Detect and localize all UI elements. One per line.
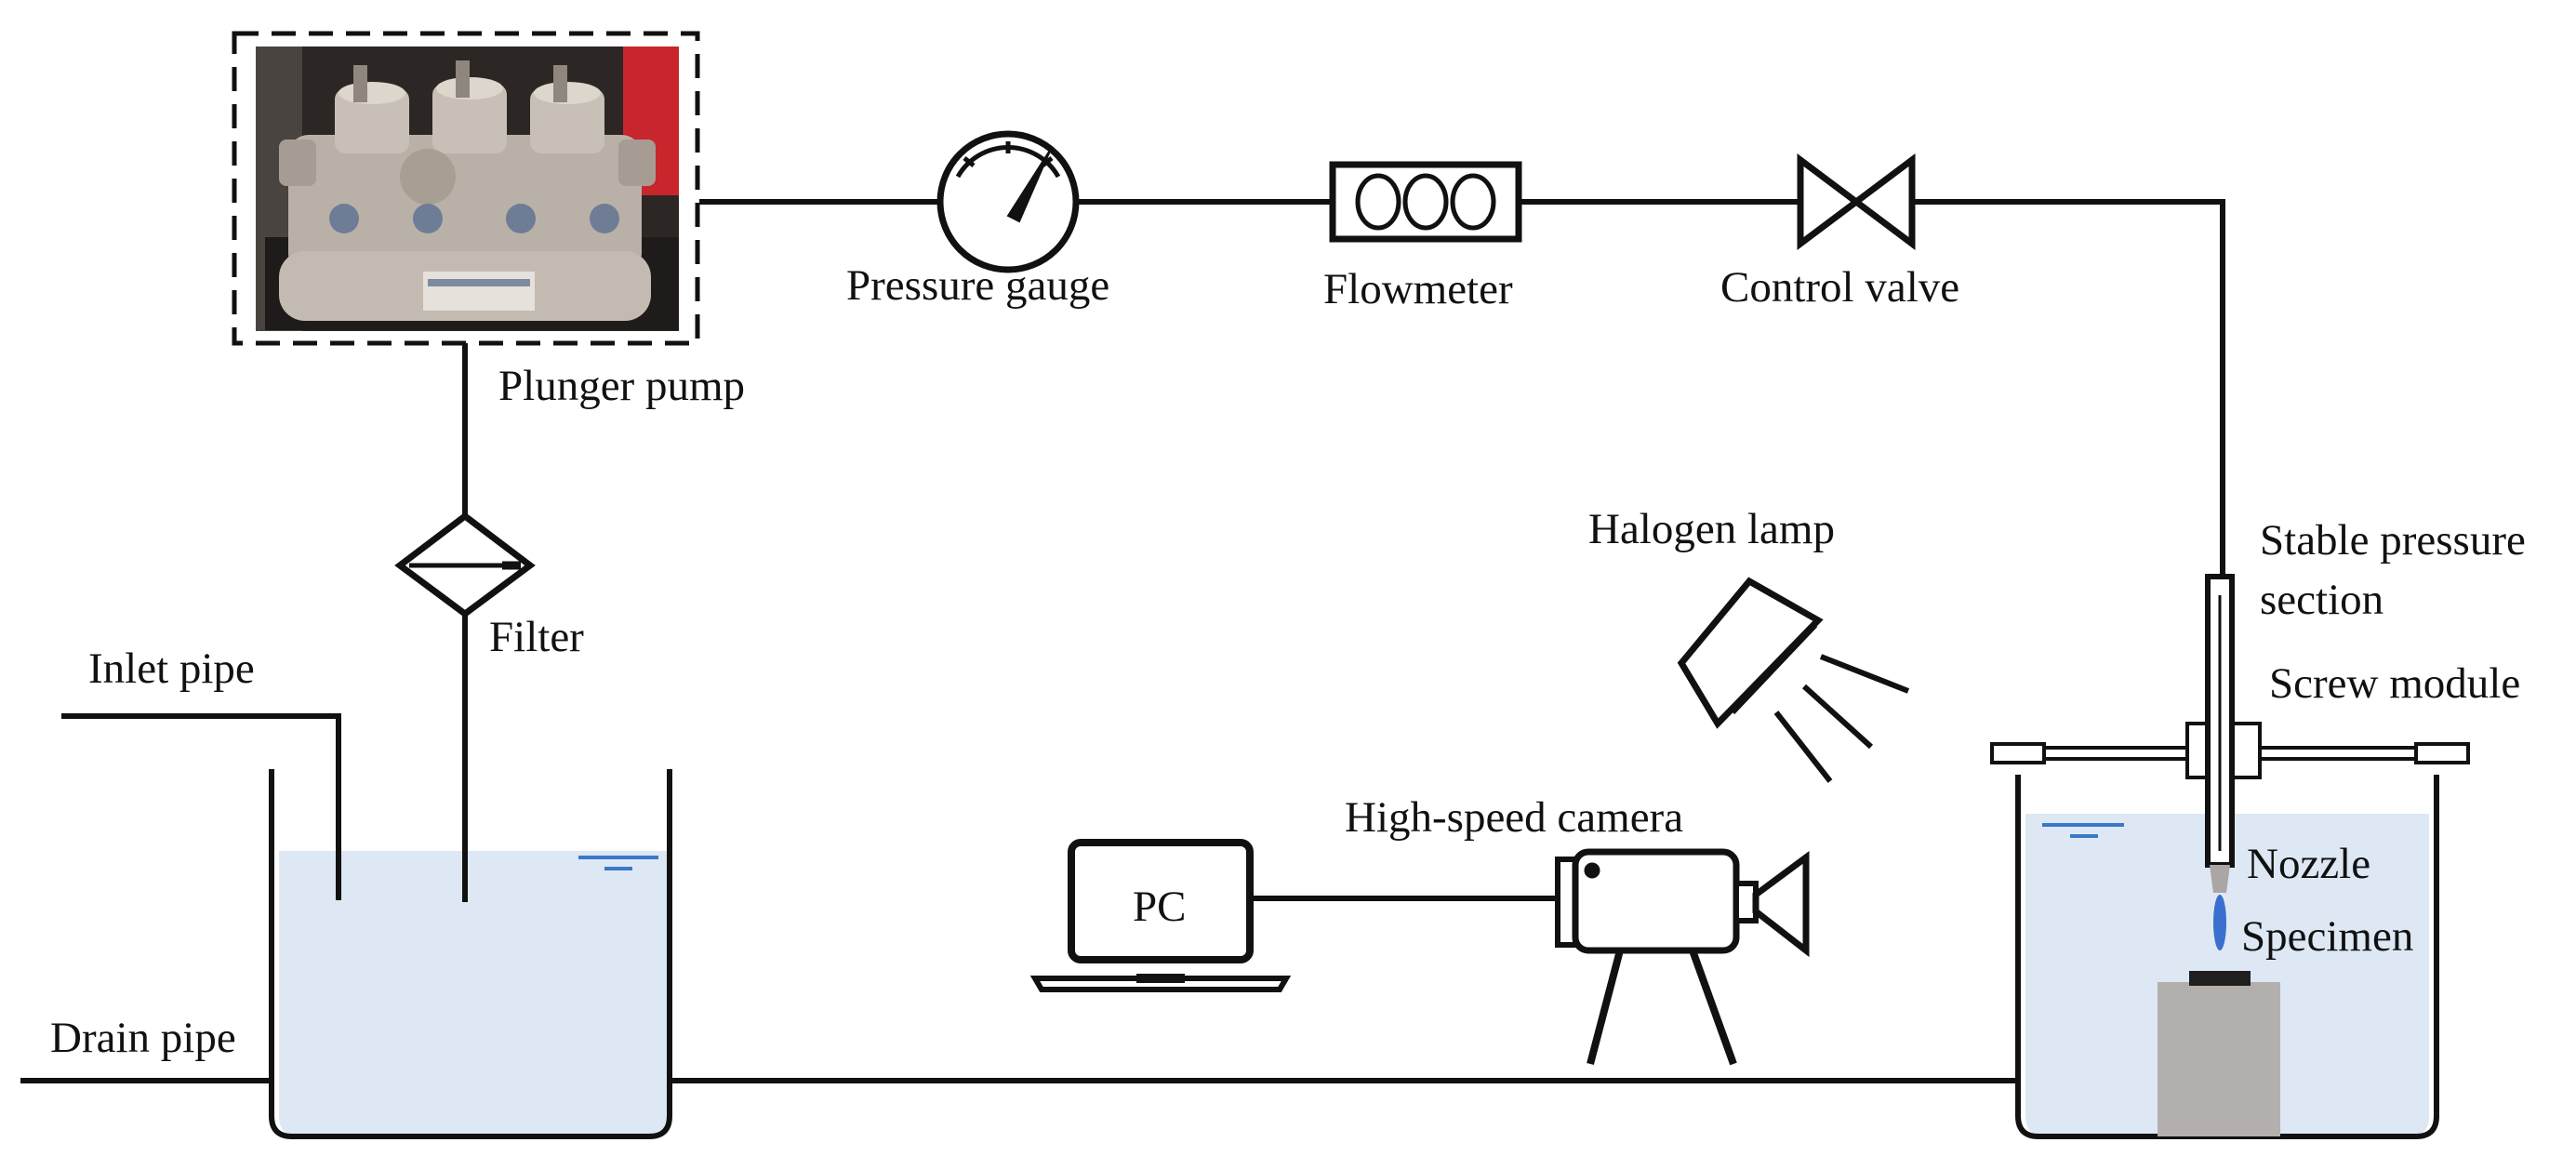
left-tank [269,614,672,1139]
plunger-pump-photo [256,46,679,331]
plunger-pump [232,31,700,346]
label-high-speed-camera: High-speed camera [1345,793,1683,842]
high-speed-camera [1555,848,1810,1066]
control-valve [1797,153,1916,250]
label-plunger-pump: Plunger pump [498,362,745,410]
halogen-lamp [1677,577,1910,783]
flowmeter [1329,161,1522,243]
label-halogen-lamp: Halogen lamp [1588,505,1835,553]
pc-laptop [1029,839,1292,992]
label-pressure-gauge: Pressure gauge [846,261,1109,310]
specimen [2158,971,2280,1136]
label-screw-module: Screw module [2269,659,2520,708]
label-specimen: Specimen [2241,912,2413,961]
label-control-valve: Control valve [1720,263,1959,312]
label-inlet-pipe: Inlet pipe [88,644,255,693]
nozzle [2210,865,2230,893]
label-drain-pipe: Drain pipe [50,1014,236,1062]
label-pc: PC [1133,883,1187,931]
stable-pressure-section [2205,574,2235,868]
label-stable-pressure-line1: Stable pressure [2260,516,2526,565]
filter [394,511,536,618]
pressure-gauge [936,130,1080,273]
water-jet [2213,895,2226,950]
label-nozzle: Nozzle [2247,840,2370,888]
label-flowmeter: Flowmeter [1323,265,1513,313]
label-stable-pressure-line2: section [2260,576,2383,624]
high-pressure-line [699,199,2225,577]
label-filter: Filter [489,613,584,661]
